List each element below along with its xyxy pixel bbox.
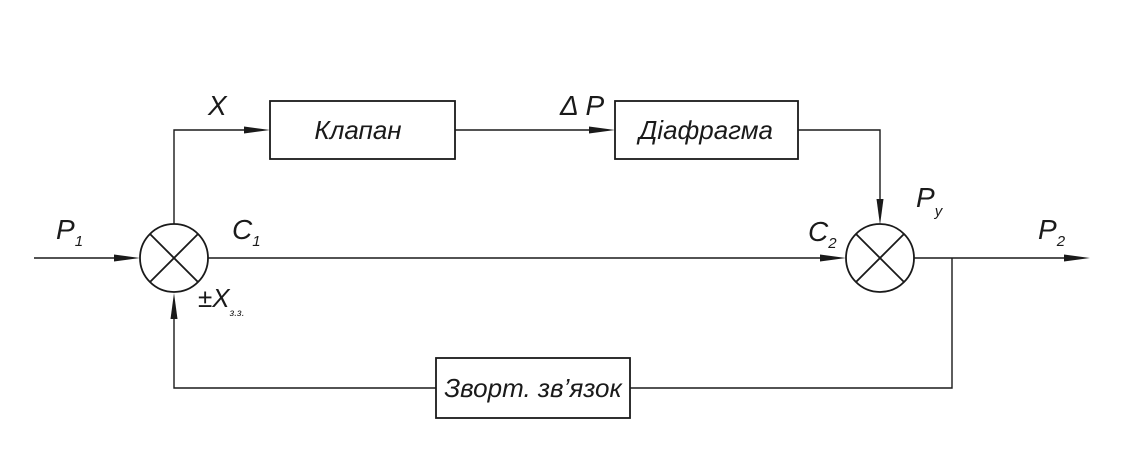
arrow-c2 [820,254,846,262]
signal-c2: C2 [808,216,837,252]
signal-c1: C1 [232,214,261,250]
arrow-to-valve [244,126,270,134]
arrow-output [1064,254,1090,262]
diaphragm-block: Діафрагма [614,100,799,160]
signal-feedback: ±Xз.з. [198,283,244,319]
arrow-to-summer-top [876,199,884,225]
signal-py: Py [916,182,944,220]
signal-p2: P2 [1038,214,1066,250]
signal-p1: P1 [56,214,83,250]
connections [34,129,1078,389]
arrow-feedback-up [170,293,178,319]
valve-label: Клапан [314,115,401,145]
feedback-label: Зворт. зв’язок [444,373,623,403]
diaphragm-label: Діафрагма [636,115,773,145]
arrow-to-diaphragm [589,126,615,134]
summing-junction-2 [845,223,915,293]
line-to-valve [173,129,259,224]
arrowheads [114,126,1090,319]
valve-block: Клапан [269,100,456,160]
feedback-line-out [630,258,953,389]
feedback-block: Зворт. зв’язок [435,357,631,419]
feedback-line-return [173,304,436,389]
line-diaphragm-to-summer [798,129,881,214]
summing-junction-1 [139,223,209,293]
signal-delta-p: Δ P [559,90,605,121]
signal-x: X [207,90,228,121]
arrow-input [114,254,140,262]
